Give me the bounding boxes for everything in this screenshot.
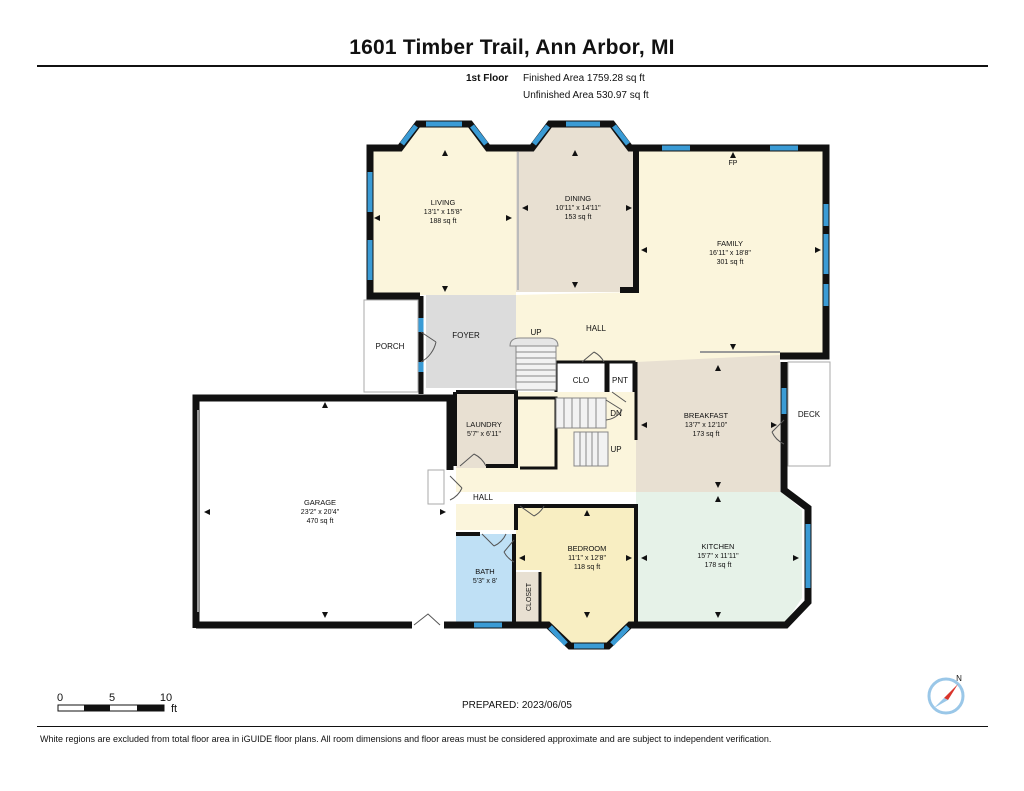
living-name: LIVING bbox=[431, 198, 456, 207]
pnt-label: PNT bbox=[612, 376, 628, 385]
foyer-label: FOYER bbox=[452, 331, 480, 340]
stairs-down bbox=[555, 397, 609, 467]
scale-tick-5: 5 bbox=[109, 692, 115, 704]
door-swings bbox=[413, 331, 785, 626]
dining-dims: 10'11" x 14'11" bbox=[555, 205, 601, 212]
wall-upper-outline bbox=[366, 120, 830, 360]
living-dims: 13'1" x 15'8" bbox=[424, 209, 463, 216]
dining-name: DINING bbox=[565, 194, 591, 203]
breakfast-area: 173 sq ft bbox=[693, 431, 720, 438]
wall-garage bbox=[192, 394, 454, 628]
wall-stairs-lower bbox=[518, 396, 558, 470]
stairs-up2-label: UP bbox=[610, 445, 621, 454]
laundry-dims: 5'7" x 6'11" bbox=[467, 431, 501, 438]
room-living-fill bbox=[370, 124, 516, 295]
scale-bar bbox=[57, 704, 165, 712]
title-divider bbox=[37, 65, 988, 67]
kitchen-area: 178 sq ft bbox=[705, 562, 732, 569]
dimension-ticks bbox=[204, 150, 821, 618]
door-foyer bbox=[420, 331, 437, 363]
door-pnt bbox=[611, 391, 627, 403]
porch-label: PORCH bbox=[376, 342, 405, 351]
door-bedroom-side bbox=[503, 539, 515, 563]
door-clo bbox=[581, 351, 605, 363]
laundry-name: LAUNDRY bbox=[466, 420, 502, 429]
scale-tick-10: 10 bbox=[160, 692, 172, 704]
living-area: 188 sq ft bbox=[430, 218, 457, 225]
room-pnt-fill bbox=[608, 362, 634, 392]
compass-north-label: N bbox=[956, 674, 962, 683]
bedroom-dims: 11'1" x 12'8" bbox=[568, 555, 606, 562]
window-living-bay1 bbox=[400, 124, 418, 146]
wall-dining-family bbox=[620, 150, 639, 293]
prepared-date: PREPARED: 2023/06/05 bbox=[462, 700, 572, 711]
finished-area: Finished Area 1759.28 sq ft bbox=[523, 73, 645, 84]
footer-disclaimer: White regions are excluded from total fl… bbox=[40, 734, 772, 744]
room-garage-fill bbox=[196, 398, 450, 622]
deck-outline bbox=[787, 361, 831, 467]
wall-bedroom bbox=[514, 504, 638, 622]
floor-label: 1st Floor bbox=[466, 73, 509, 84]
window-bedroom-bay3 bbox=[610, 625, 630, 646]
door-dn bbox=[605, 399, 623, 421]
room-breakfast-fill bbox=[636, 355, 780, 492]
family-fireplace: FP bbox=[729, 160, 738, 167]
bath-name: BATH bbox=[475, 567, 494, 576]
room-family-fill bbox=[636, 150, 826, 355]
door-garage-hall bbox=[449, 475, 463, 501]
page-title: 1601 Timber Trail, Ann Arbor, MI bbox=[349, 36, 675, 59]
garage-dims: 23'2" x 20'4" bbox=[301, 509, 340, 516]
bath-dims: 5'3" x 8' bbox=[473, 578, 497, 585]
stairs-up-foyer bbox=[509, 337, 559, 391]
room-laundry-fill bbox=[456, 392, 516, 468]
bedroom-name: BEDROOM bbox=[568, 544, 607, 553]
family-name: FAMILY bbox=[717, 239, 743, 248]
garage-step bbox=[427, 469, 445, 505]
breakfast-dims: 13'7" x 12'10" bbox=[685, 422, 728, 429]
door-bedroom bbox=[519, 505, 545, 517]
room-bath-fill bbox=[456, 534, 512, 622]
window-bedroom-bay1 bbox=[548, 625, 568, 646]
garage-name: GARAGE bbox=[304, 498, 336, 507]
clo-label: CLO bbox=[573, 376, 589, 385]
door-garage-ext bbox=[413, 613, 441, 626]
room-dining-fill bbox=[516, 124, 636, 292]
window-dining-bay1 bbox=[532, 124, 550, 146]
dining-area: 153 sq ft bbox=[565, 214, 592, 221]
stairs-up-label: UP bbox=[530, 328, 541, 337]
porch-outline bbox=[363, 299, 419, 393]
door-laundry bbox=[459, 453, 487, 467]
wall-pnt bbox=[606, 360, 636, 392]
deck-label: DECK bbox=[798, 410, 821, 419]
scale-tick-0: 0 bbox=[57, 692, 63, 704]
door-deck bbox=[771, 419, 785, 445]
closet-label: CLOSET bbox=[526, 582, 533, 611]
wall-laundry bbox=[456, 390, 518, 468]
hall-upper-label: HALL bbox=[586, 324, 607, 333]
breakfast-name: BREAKFAST bbox=[684, 411, 729, 420]
window-living-bay3 bbox=[470, 124, 488, 146]
room-kitchen-fill bbox=[636, 492, 802, 622]
room-clo-fill bbox=[556, 362, 606, 392]
windows bbox=[367, 121, 829, 649]
garage-area: 470 sq ft bbox=[307, 518, 334, 525]
bedroom-area: 118 sq ft bbox=[574, 564, 600, 571]
compass-icon bbox=[927, 677, 965, 715]
family-area: 301 sq ft bbox=[717, 259, 744, 266]
door-bath bbox=[481, 533, 507, 547]
kitchen-name: KITCHEN bbox=[702, 542, 735, 551]
unfinished-area: Unfinished Area 530.97 sq ft bbox=[523, 90, 649, 101]
room-bedroom-fill bbox=[516, 506, 636, 646]
stairs-dn-label: DN bbox=[610, 409, 622, 418]
family-dims: 16'11" x 18'8" bbox=[709, 250, 751, 257]
window-dining-bay3 bbox=[612, 124, 630, 146]
footer-divider bbox=[37, 726, 988, 727]
scale-unit: ft bbox=[171, 703, 177, 715]
room-foyer-fill bbox=[426, 295, 516, 388]
hall-lower-label: HALL bbox=[473, 493, 494, 502]
room-closet-fill bbox=[516, 572, 540, 622]
kitchen-dims: 15'7" x 11'11" bbox=[697, 553, 739, 560]
